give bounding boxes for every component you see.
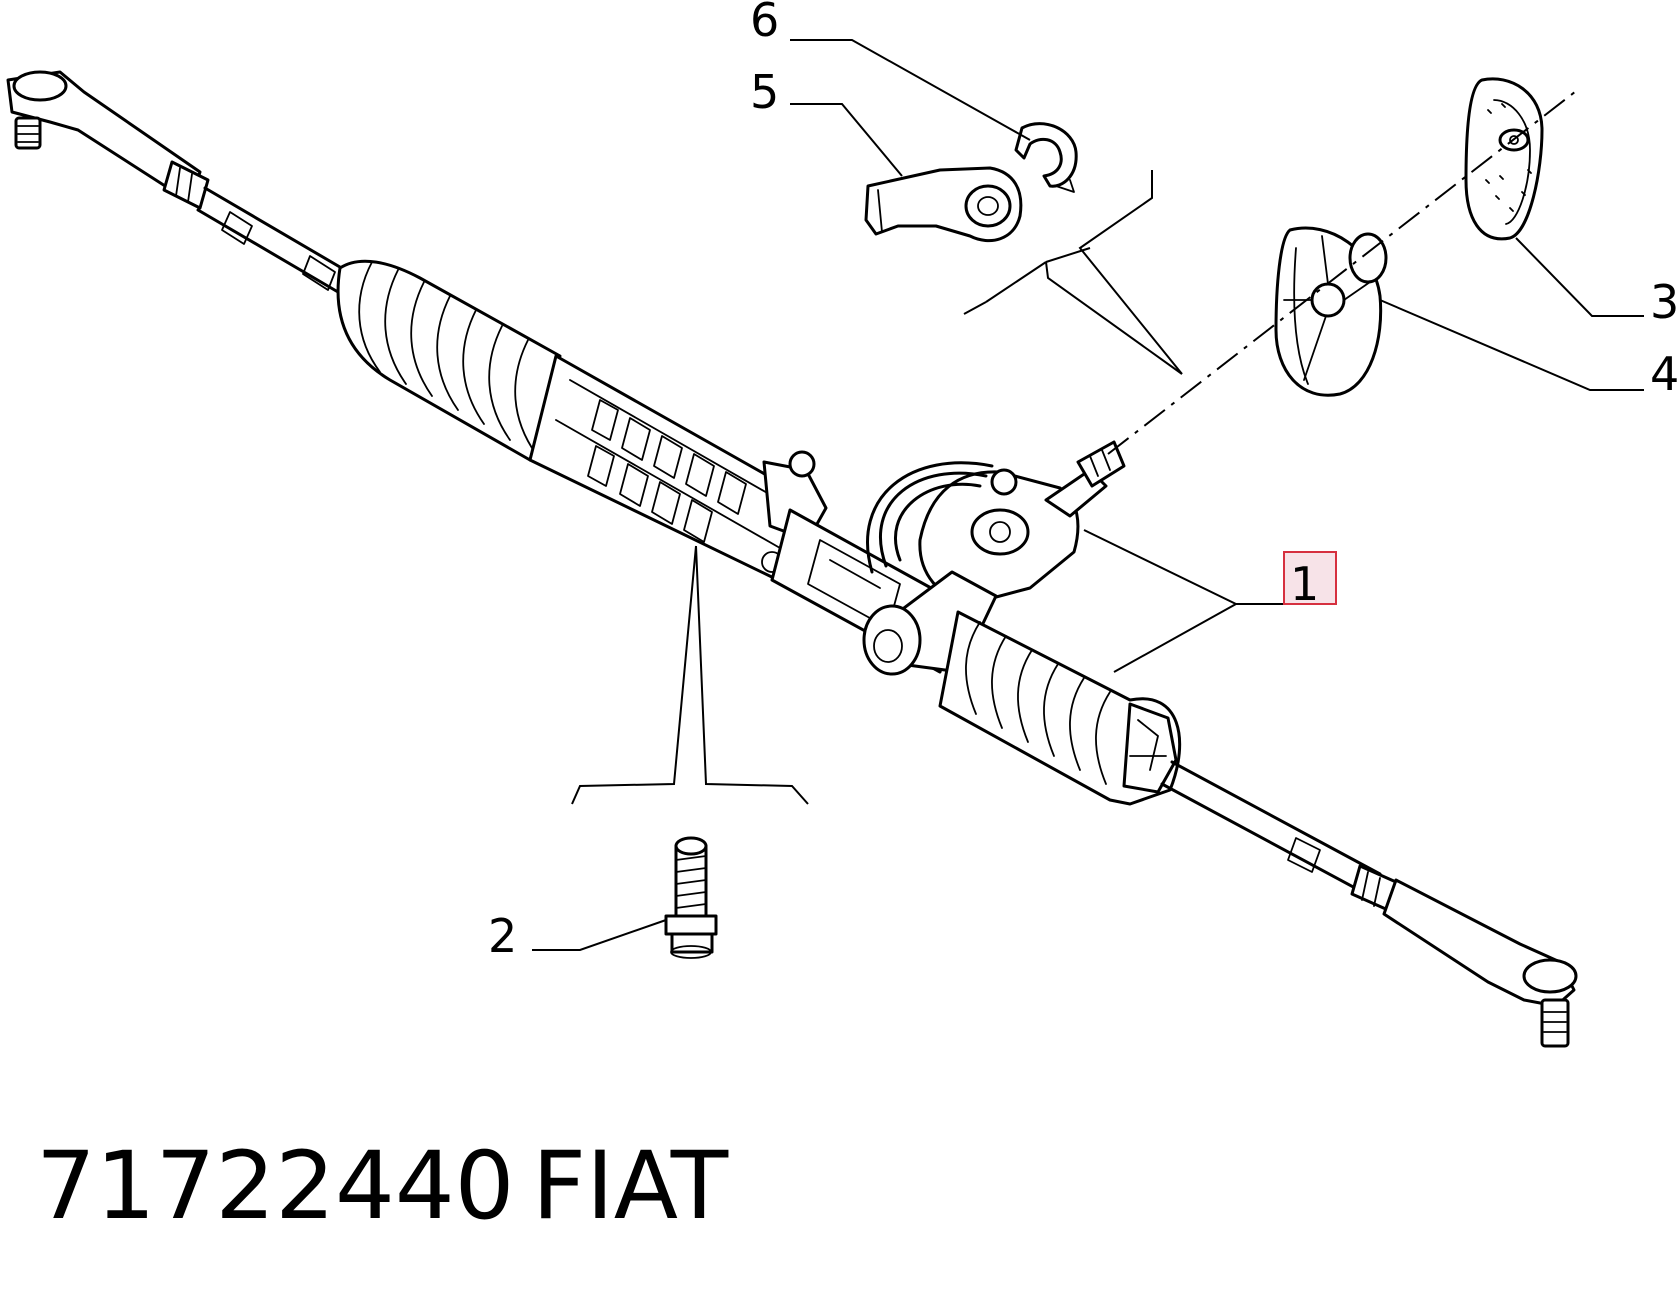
leader-lines <box>532 39 1644 951</box>
right-tie-rod-end <box>1382 878 1578 1048</box>
callout-1-highlight <box>1283 551 1337 605</box>
pinion-axis-centerline <box>1107 87 1581 455</box>
grommet-part-3 <box>1464 77 1544 241</box>
right-bellows-boot <box>938 610 1182 806</box>
callout-1[interactable]: 1 <box>1290 557 1319 611</box>
left-tie-rod-end <box>6 70 210 210</box>
callout-3[interactable]: 3 <box>1650 275 1677 329</box>
callout-2[interactable]: 2 <box>488 909 517 963</box>
left-bellows-boot <box>336 259 562 462</box>
callout-4[interactable]: 4 <box>1650 347 1677 401</box>
pinion-valve-housing <box>866 440 1126 606</box>
callout-6[interactable]: 6 <box>750 0 779 47</box>
dust-cover-part-4 <box>1274 226 1388 397</box>
callout-5[interactable]: 5 <box>750 65 779 119</box>
lever-part-5 <box>864 166 1023 243</box>
right-tie-rod <box>1160 760 1398 912</box>
brand-label: FIAT <box>532 1132 729 1241</box>
bolt-part-2 <box>664 836 718 959</box>
clip-part-6 <box>1014 122 1078 193</box>
part-number: 71722440 <box>36 1132 514 1241</box>
left-tie-rod <box>196 186 347 294</box>
